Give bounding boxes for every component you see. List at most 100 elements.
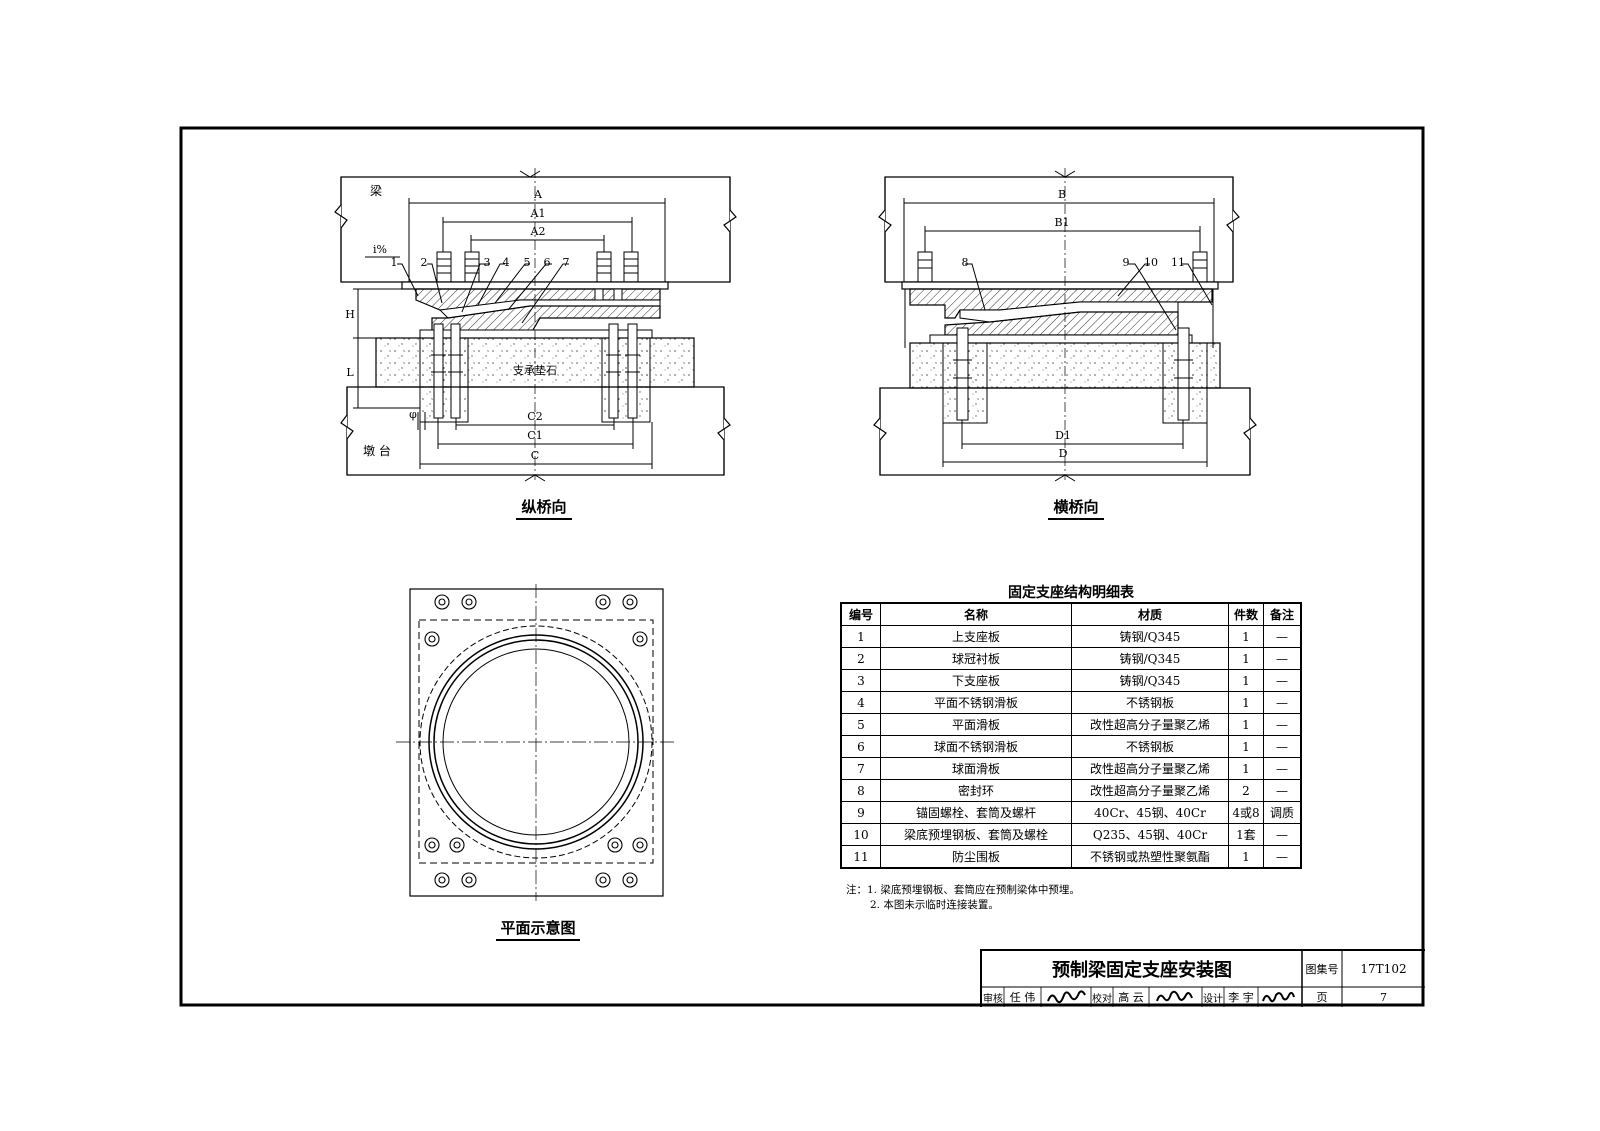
callout-9: 9	[1123, 256, 1130, 269]
dim-D1: D1	[1055, 429, 1071, 442]
cell-material: Q235、45钢、40Cr	[1071, 823, 1229, 846]
atlas-label: 图集号	[1305, 963, 1339, 976]
cell-name: 上支座板	[880, 625, 1072, 648]
callout-5: 5	[524, 256, 531, 269]
signature-checker	[1156, 990, 1193, 1002]
dim-A1: A1	[530, 207, 546, 220]
cell-name: 下支座板	[880, 669, 1072, 692]
cell-remark: —	[1263, 669, 1302, 692]
note-item: 2. 本图未示临时连接装置。	[870, 899, 999, 911]
cell-quantity: 1	[1228, 669, 1264, 692]
dim-C2: C2	[527, 410, 542, 423]
check-label: 校对	[1092, 993, 1112, 1005]
cell-quantity: 2	[1228, 779, 1264, 802]
caption-plan: 平面示意图	[496, 917, 580, 941]
longitudinal-labels: 梁 i% 墩 台 支承垫石 A A1 A2 C2 C1 C H L φ 1 2 …	[345, 183, 569, 462]
cell-number: 1	[840, 625, 881, 648]
dim-C: C	[531, 449, 539, 462]
dim-B: B	[1058, 188, 1066, 201]
cell-name: 锚固螺栓、套筒及螺杆	[880, 801, 1072, 824]
cell-name: 平面不锈钢滑板	[880, 691, 1072, 714]
slope-label: i%	[373, 243, 387, 256]
page-label: 页	[1316, 991, 1328, 1004]
longitudinal-view	[334, 168, 737, 482]
atlas-number: 17T102	[1360, 962, 1407, 976]
cell-remark: —	[1263, 625, 1302, 648]
stone-label: 支承垫石	[513, 363, 557, 377]
cell-remark: —	[1263, 845, 1302, 869]
cell-quantity: 1	[1228, 647, 1264, 670]
design-label: 设计	[1203, 993, 1223, 1005]
cell-quantity: 1	[1228, 845, 1264, 869]
cell-remark: —	[1263, 735, 1302, 758]
cell-material: 改性超高分子量聚乙烯	[1071, 779, 1229, 802]
cell-number: 10	[840, 823, 881, 846]
dim-A2: A2	[530, 225, 546, 238]
cell-name: 防尘围板	[880, 845, 1072, 869]
cell-number: 11	[840, 845, 881, 869]
cell-material: 不锈钢板	[1071, 691, 1229, 714]
cell-number: 4	[840, 691, 881, 714]
cell-number: 6	[840, 735, 881, 758]
callout-10: 10	[1144, 256, 1158, 269]
cell-name: 平面滑板	[880, 713, 1072, 736]
table-header-row: 编号 名称 材质 件数 备注	[840, 602, 1302, 626]
plan-view	[396, 584, 677, 901]
cell-number: 5	[840, 713, 881, 736]
review-label: 审核	[983, 993, 1003, 1005]
cell-name: 梁底预埋钢板、套筒及螺栓	[880, 823, 1072, 846]
cell-material: 不锈钢板	[1071, 735, 1229, 758]
cell-remark: —	[1263, 647, 1302, 670]
reviewer-name: 任 伟	[1009, 991, 1036, 1004]
cell-material: 铸钢/Q345	[1071, 669, 1229, 692]
designer-name: 李 宇	[1228, 991, 1254, 1004]
table-title: 固定支座结构明细表	[1008, 585, 1134, 601]
page-number: 7	[1380, 990, 1387, 1004]
checker-name: 高 云	[1118, 991, 1144, 1004]
cell-quantity: 1	[1228, 757, 1264, 780]
cell-number: 2	[840, 647, 881, 670]
dim-C1: C1	[527, 429, 542, 442]
transverse-labels: B B1 D1 D 8 9 10 11	[962, 188, 1186, 460]
cell-number: 9	[840, 801, 881, 824]
cell-number: 8	[840, 779, 881, 802]
cell-name: 球冠衬板	[880, 647, 1072, 670]
cell-name: 密封环	[880, 779, 1072, 802]
cell-remark: 调质	[1263, 801, 1302, 824]
caption-longitudinal: 纵桥向	[516, 496, 572, 520]
title-block-grid	[982, 951, 1425, 1007]
title-block: 预制梁固定支座安装图 图集号 17T102 审核 任 伟 校对 高 云 设计 李…	[980, 949, 1425, 1007]
cell-quantity: 1	[1228, 713, 1264, 736]
callout-6: 6	[544, 256, 551, 269]
notes: 注：1. 梁底预埋钢板、套筒应在预制梁体中预埋。 2. 本图未示临时连接装置。	[846, 883, 1080, 913]
cell-material: 铸钢/Q345	[1071, 647, 1229, 670]
signature-reviewer	[1047, 990, 1086, 1004]
cell-quantity: 1	[1228, 691, 1264, 714]
notes-lead: 注：	[846, 884, 867, 896]
cell-number: 3	[840, 669, 881, 692]
pier-label: 墩 台	[363, 443, 391, 458]
col-header: 备注	[1263, 602, 1302, 626]
col-header: 编号	[840, 602, 881, 626]
beam-label: 梁	[370, 183, 382, 198]
cell-quantity: 4或8	[1228, 801, 1264, 824]
callout-1: 1	[391, 256, 398, 269]
cell-material: 改性超高分子量聚乙烯	[1071, 757, 1229, 780]
cell-remark: —	[1263, 713, 1302, 736]
dim-phi: φ	[409, 408, 417, 421]
cell-material: 不锈钢或热塑性聚氨酯	[1071, 845, 1229, 869]
cell-material: 改性超高分子量聚乙烯	[1071, 713, 1229, 736]
dim-B1: B1	[1054, 216, 1069, 229]
callout-11: 11	[1171, 256, 1185, 269]
transverse-view	[873, 168, 1257, 482]
cell-name: 球面滑板	[880, 757, 1072, 780]
